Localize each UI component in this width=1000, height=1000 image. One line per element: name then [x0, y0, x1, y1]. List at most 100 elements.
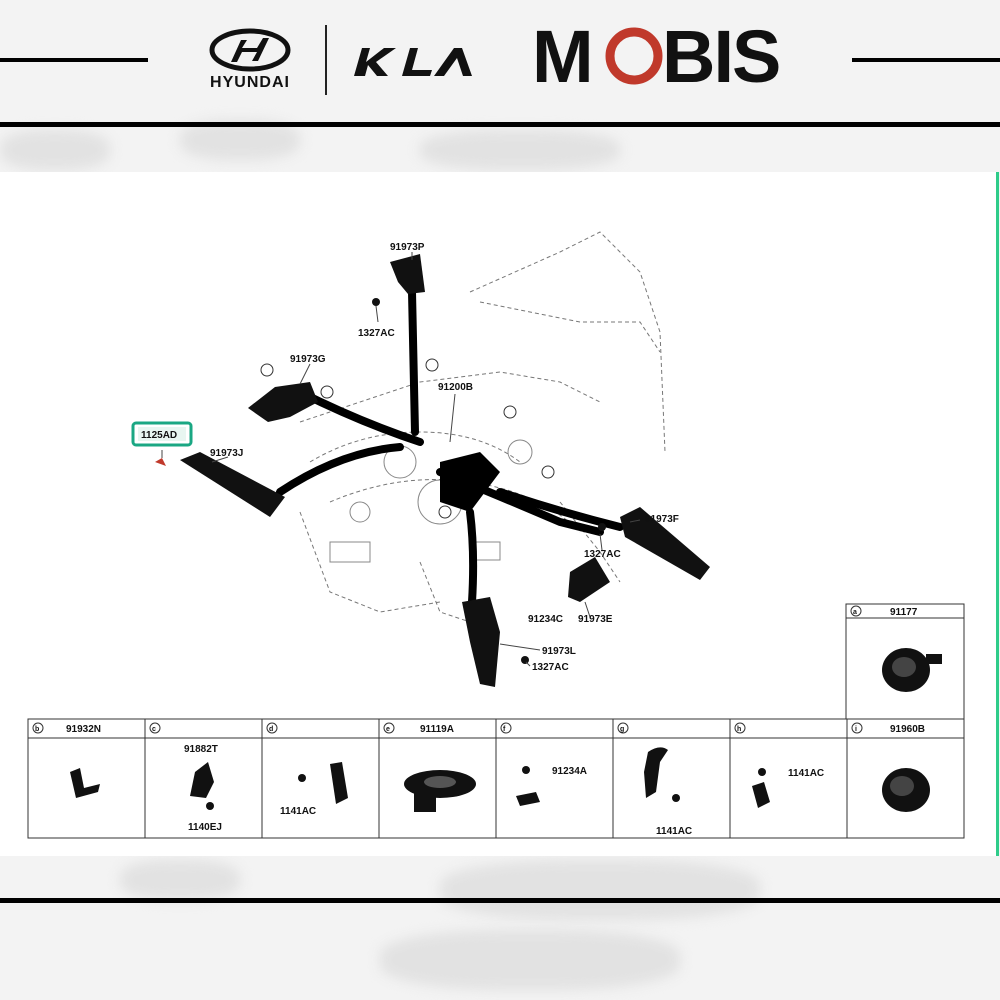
detail-cell-f: f 91234A — [500, 722, 587, 806]
svg-text:M: M — [532, 15, 592, 94]
harness-branch-down — [466, 508, 478, 606]
detail-f-sub1: 91234A — [552, 766, 587, 777]
marker-c-letter: c — [152, 726, 156, 733]
callout-91200b: 91200B — [438, 382, 473, 393]
header-rule-right — [852, 58, 1000, 62]
marker-b-letter: b — [35, 726, 39, 733]
marker-i-icon — [851, 722, 863, 734]
marker-h-icon — [734, 722, 746, 734]
detail-cell-g: g 1141AC — [617, 722, 692, 837]
bolt-1125ad — [155, 458, 166, 466]
background-blur-shape — [420, 130, 620, 170]
brand-divider — [325, 25, 327, 95]
header-rule-left — [0, 58, 148, 62]
background-blur-shape — [440, 860, 760, 920]
header-rule-bottom — [0, 122, 1000, 127]
callout-1327ac-mid: 1327AC — [584, 549, 621, 560]
protector-91973f — [620, 507, 710, 580]
marker-i-letter: i — [855, 726, 857, 733]
callout-91234c: 91234C — [528, 614, 563, 625]
leader-lines — [161, 252, 641, 667]
fasteners — [372, 298, 606, 664]
bracket-icon — [70, 768, 100, 798]
clip-icon — [752, 782, 770, 808]
detail-d-sub1: 1141AC — [280, 806, 316, 817]
kia-logo — [350, 40, 475, 80]
harness-branch-vertical — [408, 288, 419, 436]
hyundai-emblem-icon — [209, 28, 291, 72]
detail-e-part: 91119A — [420, 724, 454, 735]
detail-c-sub1: 91882T — [184, 744, 218, 755]
svg-text:BIS: BIS — [662, 15, 779, 94]
footer-rule — [0, 898, 1000, 903]
detail-c-sub2: 1140EJ — [188, 822, 222, 833]
detail-g-sub1: 1141AC — [656, 826, 692, 837]
detail-b-part: 91932N — [66, 724, 101, 735]
marker-a-letter: a — [853, 609, 857, 616]
callout-labels: 91973P 1327AC 91973G 91200B 91973J 91973… — [210, 242, 679, 673]
bracket-icon — [644, 747, 668, 798]
detail-box-a: a 91177 — [845, 603, 965, 720]
callout-91973j: 91973J — [210, 448, 243, 459]
hyundai-wordmark: HYUNDAI — [210, 74, 290, 91]
clip-icon — [516, 792, 540, 806]
background-blur-shape — [120, 860, 240, 900]
detail-cell-h: h 1141AC — [734, 722, 824, 808]
kia-wordmark-icon — [354, 48, 472, 76]
marker-f-letter: f — [503, 726, 506, 733]
panel-accent-edge — [996, 172, 999, 856]
bracket-icon — [330, 762, 348, 804]
callout-1327ac-bottom: 1327AC — [532, 662, 569, 673]
protector-91973p — [390, 254, 425, 294]
harness-branch-right-long — [496, 488, 624, 531]
protector-91973j — [180, 452, 285, 517]
hyundai-logo: HYUNDAI — [195, 28, 305, 96]
detail-cell-d: d 1141AC — [266, 722, 348, 817]
marker-f-icon — [500, 722, 512, 734]
marker-c-icon — [149, 722, 161, 734]
junction-block — [440, 452, 500, 512]
marker-d-letter: d — [269, 726, 273, 733]
harness-branch-left-lower — [276, 443, 404, 496]
protector-91973l — [462, 597, 500, 687]
callout-91973p: 91973P — [390, 242, 425, 253]
marker-a-icon — [850, 605, 862, 617]
clip-icon — [190, 762, 214, 798]
marker-e-icon — [383, 722, 395, 734]
marker-g-letter: g — [620, 726, 624, 733]
callout-91973e: 91973E — [578, 614, 613, 625]
callout-1125ad: 1125AD — [141, 430, 177, 441]
mobis-wordmark-icon: M BIS — [532, 15, 781, 98]
wiring-harness-diagram: 91973P 1327AC 91973G 91200B 91973J 91973… — [27, 231, 965, 839]
detail-a-part: 91177 — [890, 607, 918, 618]
callout-91973g: 91973G — [290, 354, 326, 365]
detail-cell-i: i 91960B — [851, 722, 930, 812]
diagram-circle-markers — [260, 358, 555, 519]
marker-b-icon — [32, 722, 44, 734]
harness-branch-left-upper — [296, 388, 424, 446]
marker-d-icon — [266, 722, 278, 734]
main-harness — [276, 288, 624, 606]
brand-header: HYUNDAI M BIS — [0, 0, 1000, 127]
detail-cell-c: c 91882T 1140EJ — [149, 722, 222, 833]
detail-cell-b: b 91932N — [32, 722, 101, 798]
callout-91973l: 91973L — [542, 646, 576, 657]
highlighted-callout[interactable]: 1125AD — [131, 421, 193, 447]
highlight-box — [131, 421, 193, 447]
marker-g-icon — [617, 722, 629, 734]
protector-91973e — [568, 557, 610, 602]
detail-cell-e: e 91119A — [383, 722, 476, 812]
car-body-outline — [299, 231, 666, 623]
background-blur-shape — [380, 930, 680, 990]
callout-91973f: 91973F — [645, 514, 679, 525]
detail-h-sub1: 1141AC — [788, 768, 824, 779]
marker-e-letter: e — [386, 726, 390, 733]
marker-h-letter: h — [737, 726, 741, 733]
mobis-logo: M BIS — [530, 14, 810, 107]
callout-1327ac-top: 1327AC — [358, 328, 395, 339]
detail-strip: b 91932N c 91882T 1140EJ d 1141AC e 9111… — [27, 718, 965, 839]
highlight-fill — [138, 427, 186, 441]
protector-91973g — [248, 382, 318, 422]
detail-i-part: 91960B — [890, 724, 925, 735]
background-blur-shape — [0, 130, 110, 170]
